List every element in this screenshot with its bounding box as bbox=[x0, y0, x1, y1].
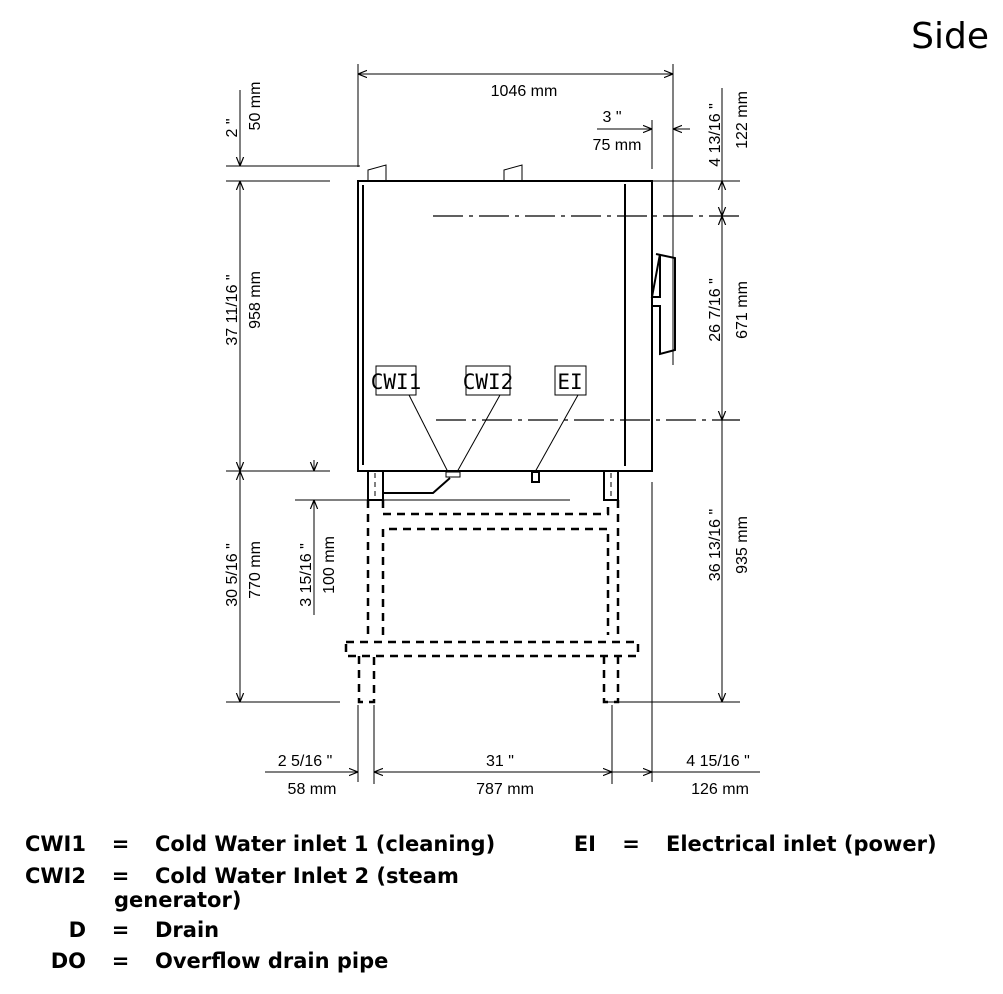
legend-cwi2: CWI2=Cold Water Inlet 2 (steam generator… bbox=[24, 864, 459, 912]
svg-text:4 13/16 ": 4 13/16 " bbox=[707, 103, 724, 167]
dim-overall-depth: 1046 mm bbox=[357, 64, 674, 365]
svg-text:4 15/16 ": 4 15/16 " bbox=[686, 753, 750, 770]
svg-text:126 mm: 126 mm bbox=[691, 781, 749, 798]
oven-body bbox=[357, 164, 676, 494]
svg-text:122 mm: 122 mm bbox=[734, 91, 751, 149]
dim-left: 2 " 50 mm 37 11/16 " 958 mm 30 5/16 " 77… bbox=[224, 82, 570, 703]
svg-text:1046 mm: 1046 mm bbox=[491, 83, 558, 100]
stand bbox=[344, 470, 640, 704]
svg-text:31 ": 31 " bbox=[486, 753, 514, 770]
svg-text:30 5/16 ": 30 5/16 " bbox=[224, 543, 241, 607]
svg-text:2 5/16 ": 2 5/16 " bbox=[278, 753, 333, 770]
callout-cwi1: CWI1 bbox=[371, 365, 449, 473]
callout-cwi2: CWI2 bbox=[456, 365, 514, 473]
legend-cwi1: CWI1=Cold Water inlet 1 (cleaning) bbox=[24, 832, 496, 856]
dim-bottom: 2 5/16 " 58 mm 31 " 787 mm 4 15/16 " 126… bbox=[265, 482, 760, 798]
legend-do: DO=Overflow drain pipe bbox=[50, 949, 389, 973]
svg-text:935 mm: 935 mm bbox=[734, 516, 751, 574]
svg-text:58 mm: 58 mm bbox=[288, 781, 337, 798]
svg-text:CWI1: CWI1 bbox=[371, 370, 422, 394]
legend-ei: EI=Electrical inlet (power) bbox=[573, 832, 937, 856]
svg-text:75 mm: 75 mm bbox=[593, 137, 642, 154]
svg-text:2 ": 2 " bbox=[224, 118, 241, 137]
svg-text:671 mm: 671 mm bbox=[734, 281, 751, 339]
svg-text:50 mm: 50 mm bbox=[247, 82, 264, 131]
svg-text:EI: EI bbox=[557, 370, 582, 394]
svg-text:CWI2: CWI2 bbox=[463, 370, 514, 394]
svg-text:3 ": 3 " bbox=[602, 109, 621, 126]
svg-text:958 mm: 958 mm bbox=[247, 271, 264, 329]
svg-text:3 15/16 ": 3 15/16 " bbox=[298, 543, 315, 607]
svg-text:26 7/16 ": 26 7/16 " bbox=[707, 278, 724, 342]
svg-text:36 13/16 ": 36 13/16 " bbox=[707, 509, 724, 581]
svg-text:37 11/16 ": 37 11/16 " bbox=[224, 274, 241, 345]
dim-handle: 3 " 75 mm bbox=[593, 109, 690, 169]
callout-ei: EI bbox=[534, 365, 587, 473]
door-handle bbox=[650, 253, 676, 356]
svg-text:100 mm: 100 mm bbox=[321, 536, 338, 594]
legend-d: D=Drain bbox=[68, 918, 220, 942]
view-title: Side bbox=[911, 16, 989, 57]
svg-text:787 mm: 787 mm bbox=[476, 781, 534, 798]
dim-right: 4 13/16 " 122 mm 26 7/16 " 671 mm 36 13/… bbox=[605, 88, 751, 703]
svg-text:770 mm: 770 mm bbox=[247, 541, 264, 599]
